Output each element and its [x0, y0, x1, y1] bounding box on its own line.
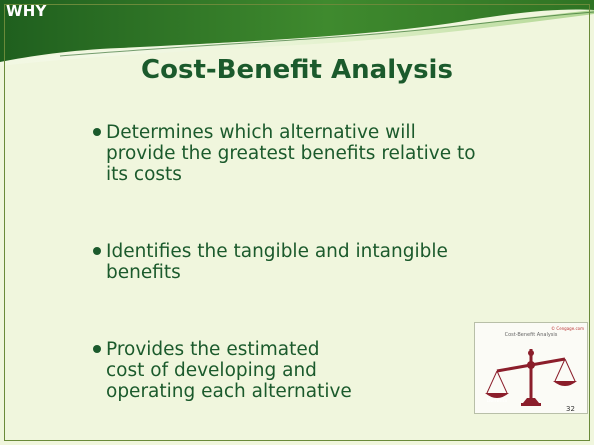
bullet-text: Identifies the tangible and intangible b… — [106, 241, 448, 283]
left-pan-label: Benefits — [487, 398, 508, 404]
bullet-dot-icon — [93, 128, 101, 136]
bullet-item: Identifies the tangible and intangible b… — [93, 241, 476, 283]
bullet-dot-icon — [93, 247, 101, 255]
bullet-dot-icon — [93, 345, 101, 353]
section-tag: WHY — [6, 2, 47, 20]
slide-title: Cost-Benefit Analysis — [141, 55, 453, 85]
right-pan-label: Costs — [558, 386, 572, 392]
header-banner — [0, 0, 594, 66]
scale-thumbnail: © Cengage.com Cost-Benefit Analysis Bene… — [474, 322, 588, 414]
page-number: 32 — [566, 405, 575, 413]
thumbnail-caption: Cost-Benefit Analysis — [504, 332, 558, 338]
thumbnail-credit: © Cengage.com — [551, 326, 584, 331]
bullet-list: Determines which alternative will provid… — [93, 122, 476, 402]
bullet-item: Provides the estimated cost of developin… — [93, 339, 356, 402]
balance-scale-icon: Benefits Costs — [485, 349, 577, 406]
bullet-text: Determines which alternative will provid… — [106, 122, 476, 185]
bullet-item: Determines which alternative will provid… — [93, 122, 476, 185]
bullet-text: Provides the estimated cost of developin… — [106, 339, 352, 402]
